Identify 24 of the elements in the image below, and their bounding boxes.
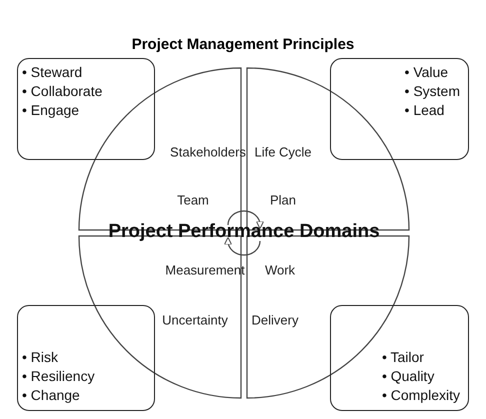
bullet-item: • Steward [22,63,84,82]
domain-label: Team [177,192,209,208]
domain-label: Life Cycle [254,144,312,160]
principle-list-box [330,58,469,160]
domain-label: Plan [270,192,296,208]
bullet-item: • System [404,82,460,101]
domain-label: Delivery [252,312,298,328]
domain-label: Work [264,262,296,278]
bullet-item: • Change [22,386,81,405]
title: Project Management Principles [130,36,356,53]
domain-label: Uncertainty [162,312,228,328]
bullet-item: • Quality [382,367,436,386]
bullet-item: • Tailor [382,348,425,367]
bullet-item: • Engage [22,101,80,120]
principle-list-box [17,58,155,160]
principle-list-box [17,305,155,411]
bullet-item: • Complexity [382,386,460,405]
bullet-item: • Collaborate [22,82,102,101]
principle-list-box [330,305,469,411]
bullet-item: • Risk [22,348,60,367]
cycle-arrow [224,236,261,256]
bullet-item: • Value [404,63,450,82]
bullet-item: • Resiliency [22,367,95,386]
bullet-item: • Lead [404,101,446,120]
